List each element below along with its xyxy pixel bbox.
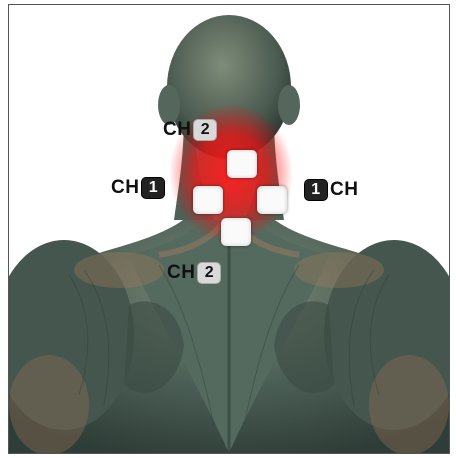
ch2-bottom-label: CH 2 [167,262,223,284]
ch1-right-badge: 1 [304,179,328,201]
ch2-bottom-badge: 2 [197,262,221,284]
electrode-pad-top [227,150,257,178]
ch2-top-label: CH 2 [163,119,219,141]
electrode-pad-right [257,186,287,214]
electrode-pad-left [193,186,223,214]
ch2-top-prefix: CH [163,119,191,141]
right-ear [278,85,300,125]
illustration-frame: CH 2 CH 1 1 CH CH 2 [8,4,450,454]
ch1-right-label: 1 CH [302,179,358,201]
ch1-left-badge: 1 [141,177,165,199]
ch1-left-label: CH 1 [111,177,167,199]
ch1-right-suffix: CH [330,179,358,201]
ch1-left-prefix: CH [111,177,139,199]
ch2-bottom-prefix: CH [167,262,195,284]
electrode-pad-bottom [221,218,251,246]
ch2-top-badge: 2 [193,119,217,141]
